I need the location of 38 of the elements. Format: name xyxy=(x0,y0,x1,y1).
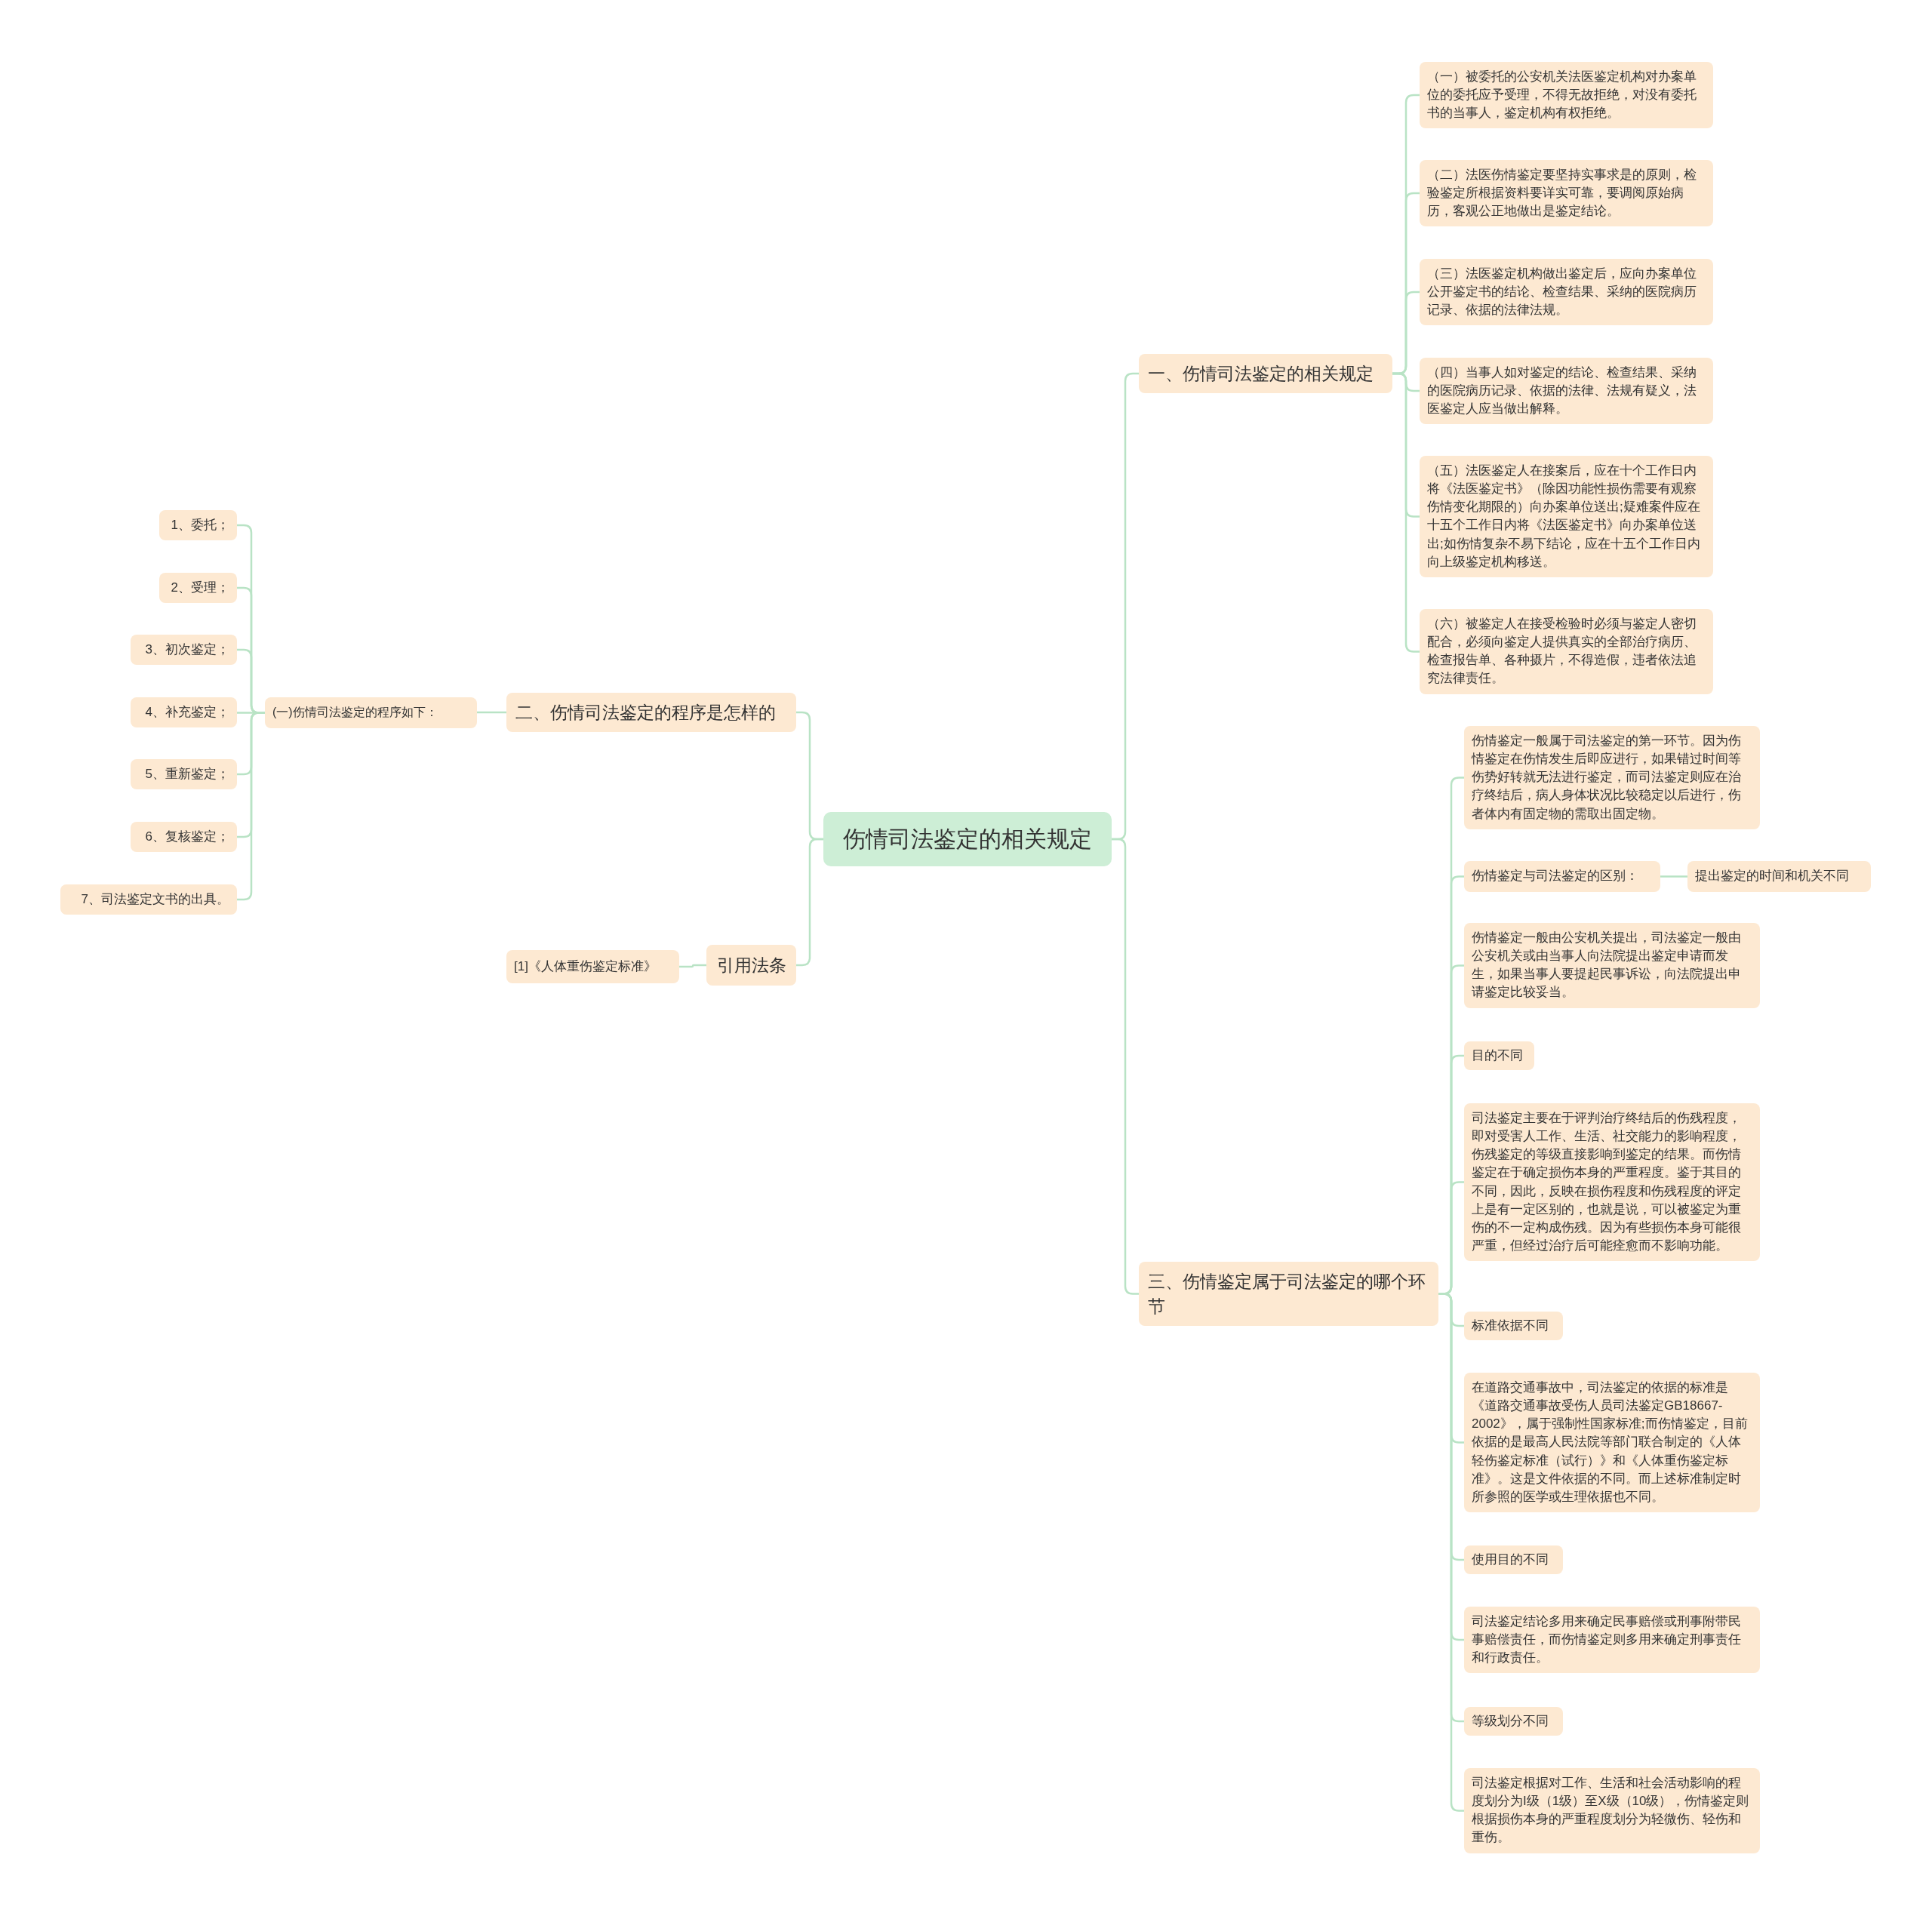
subtopic-box: 使用目的不同 xyxy=(1464,1545,1563,1574)
connector-line xyxy=(237,712,265,901)
subtopic-box: 标准依据不同 xyxy=(1464,1312,1563,1340)
subtopic-box: （五）法医鉴定人在接案后，应在十个工作日内将《法医鉴定书》（除因功能性损伤需要有观察伤情变化期限的）向办案单位送出;疑难案件应在十五个工作日内将《法医鉴定书》向办案单位送出;如伤情复杂不易下结论，应在十五个工作日内向上级鉴定机构移送。 xyxy=(1420,456,1713,577)
central-topic-box: 伤情司法鉴定的相关规定 xyxy=(823,812,1112,866)
subtopic-box: 伤情鉴定一般由公安机关提出，司法鉴定一般由公安机关或由当事人向法院提出鉴定申请而发生，如果当事人要提起民事诉讼，向法院提出申请鉴定比较妥当。 xyxy=(1464,923,1760,1008)
subtopic-box: 目的不同 xyxy=(1464,1041,1534,1070)
connector-line xyxy=(796,838,823,967)
subtopic-box: 在道路交通事故中，司法鉴定的依据的标准是《道路交通事故受伤人员司法鉴定GB18667-2002》，属于强制性国家标准;而伤情鉴定，目前依据的是最高人民法院等部门联合制定的《人体轻伤鉴定标准（试行）》和《人体重伤鉴定标准》。这是文件依据的不同。而上述标准制定时所参照的医学或生理依据也不同。 xyxy=(1464,1373,1760,1512)
subtopic-box: （二）法医伤情鉴定要坚持实事求是的原则，检验鉴定所根据资料要详实可靠，要调阅原始病历，客观公正地做出是鉴定结论。 xyxy=(1420,160,1713,227)
connector-line xyxy=(477,711,506,714)
topic-box: 三、伤情鉴定属于司法鉴定的哪个环节 xyxy=(1139,1262,1438,1326)
subtopic-box: 2、受理； xyxy=(159,573,237,603)
subtopic-box: （六）被鉴定人在接受检验时必须与鉴定人密切配合，必须向鉴定人提供真实的全部治疗病历、检查报告单、各种摄片，不得造假，违者依法追究法律责任。 xyxy=(1420,609,1713,694)
subtopic-box: 等级划分不同 xyxy=(1464,1707,1563,1736)
subtopic-box: 6、复核鉴定； xyxy=(131,822,237,852)
topic-box: 二、伤情司法鉴定的程序是怎样的 xyxy=(506,693,796,732)
subtopic-box: 1、委托； xyxy=(159,510,237,540)
subtopic-box: 3、初次鉴定； xyxy=(131,635,237,665)
subtopic-box: 5、重新鉴定； xyxy=(131,759,237,789)
topic-box: 一、伤情司法鉴定的相关规定 xyxy=(1139,354,1392,393)
subtopic-box: （一）被委托的公安机关法医鉴定机构对办案单位的委托应予受理，不得无故拒绝，对没有委托书的当事人，鉴定机构有权拒绝。 xyxy=(1420,62,1713,129)
subtopic-box: 司法鉴定结论多用来确定民事赔偿或刑事附带民事赔偿责任，而伤情鉴定则多用来确定刑事责任和行政责任。 xyxy=(1464,1607,1760,1674)
connector-line xyxy=(1392,372,1420,653)
subtopic-box: [1]《人体重伤鉴定标准》 xyxy=(506,950,679,983)
subtopic-box: 司法鉴定根据对工作、生活和社会活动影响的程度划分为I级（1级）至X级（10级），伤情鉴定则根据损伤本身的严重程度划分为轻微伤、轻伤和重伤。 xyxy=(1464,1768,1760,1853)
subtopic-box: 提出鉴定的时间和机关不同 xyxy=(1687,861,1871,892)
subtopic-box: 伤情鉴定一般属于司法鉴定的第一环节。因为伤情鉴定在伤情发生后即应进行，如果错过时间等伤势好转就无法进行鉴定，而司法鉴定则应在治疗终结后，病人身体状况比较稳定以后进行，伤者体内有固定物的需取出固定物。 xyxy=(1464,726,1760,829)
subtopic-box: 伤情鉴定与司法鉴定的区别： xyxy=(1464,861,1660,892)
topic-box: 引用法条 xyxy=(706,945,796,986)
subtopic-box: 司法鉴定主要在于评判治疗终结后的伤残程度，即对受害人工作、生活、社交能力的影响程度，伤残鉴定的等级直接影响到鉴定的结果。而伤情鉴定在于确定损伤本身的严重程度。鉴于其目的不同，因此，反映在损伤程度和伤残程度的评定上是有一定区别的，也就是说，可以被鉴定为重伤的不一定构成伤残。因为有些损伤本身可能很严重，但经过治疗后可能痊愈而不影响功能。 xyxy=(1464,1103,1760,1261)
subtopic-box: （三）法医鉴定机构做出鉴定后，应向办案单位公开鉴定书的结论、检查结果、采纳的医院病历记录、依据的法律法规。 xyxy=(1420,259,1713,326)
subtopic-box: 4、补充鉴定； xyxy=(131,697,237,727)
connector-line xyxy=(679,964,706,968)
subtopic-box: 7、司法鉴定文书的出具。 xyxy=(60,884,237,915)
subtopic-box: （四）当事人如对鉴定的结论、检查结果、采纳的医院病历记录、依据的法律、法规有疑义，法医鉴定人应当做出解释。 xyxy=(1420,358,1713,425)
subtopic-box: (一)伤情司法鉴定的程序如下： xyxy=(265,697,477,728)
connector-line xyxy=(1660,875,1687,878)
